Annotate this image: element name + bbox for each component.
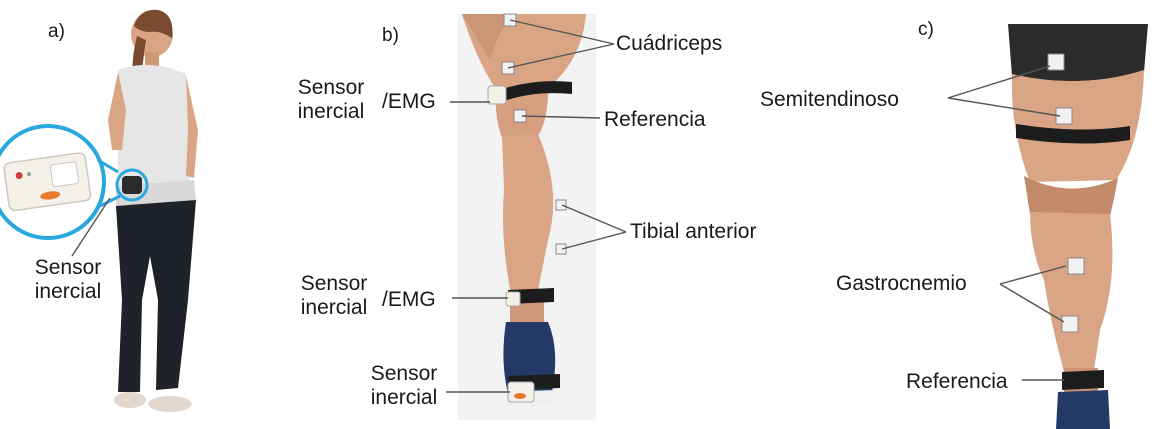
- panel-b-emg-1-suffix: /EMG: [382, 90, 436, 114]
- panel-b-sensor-emg-2-label: Sensor inercial: [286, 272, 382, 320]
- panel-c-figure: [948, 24, 1148, 429]
- semitendinoso-label: Semitendinoso: [760, 88, 899, 112]
- panel-b-sensor-emg-1-line1: Sensor: [282, 76, 380, 100]
- gastrocnemio-label: Gastrocnemio: [836, 272, 967, 296]
- panel-b-sensor-emg-1-line2: inercial: [282, 100, 380, 124]
- panel-b-referencia-label: Referencia: [604, 108, 706, 132]
- panel-a-sensor-line2: inercial: [20, 280, 116, 304]
- panel-c-letter: c): [918, 18, 934, 42]
- panel-b-figure: [446, 14, 626, 420]
- panel-b-sensor-inercial-line1: Sensor: [356, 362, 452, 386]
- panel-b-letter: b): [382, 24, 399, 48]
- tibial-anterior-label: Tibial anterior: [630, 220, 756, 244]
- panel-b-sensor-inercial-line2: inercial: [356, 386, 452, 410]
- panel-a-sensor-line1: Sensor: [20, 256, 116, 280]
- panel-c-referencia-label: Referencia: [906, 370, 1008, 394]
- panel-a-figure: [0, 10, 198, 412]
- panel-b-sensor-emg-1-label: Sensor inercial: [282, 76, 380, 124]
- panel-b-emg-2-suffix: /EMG: [382, 288, 436, 312]
- cuadriceps-label: Cuádriceps: [616, 32, 722, 56]
- panel-b-sensor-emg-2-line1: Sensor: [286, 272, 382, 296]
- panel-a-letter: a): [48, 20, 65, 44]
- panel-b-sensor-inercial-label: Sensor inercial: [356, 362, 452, 410]
- panel-a-sensor-label: Sensor inercial: [20, 256, 116, 304]
- panel-b-sensor-emg-2-line2: inercial: [286, 296, 382, 320]
